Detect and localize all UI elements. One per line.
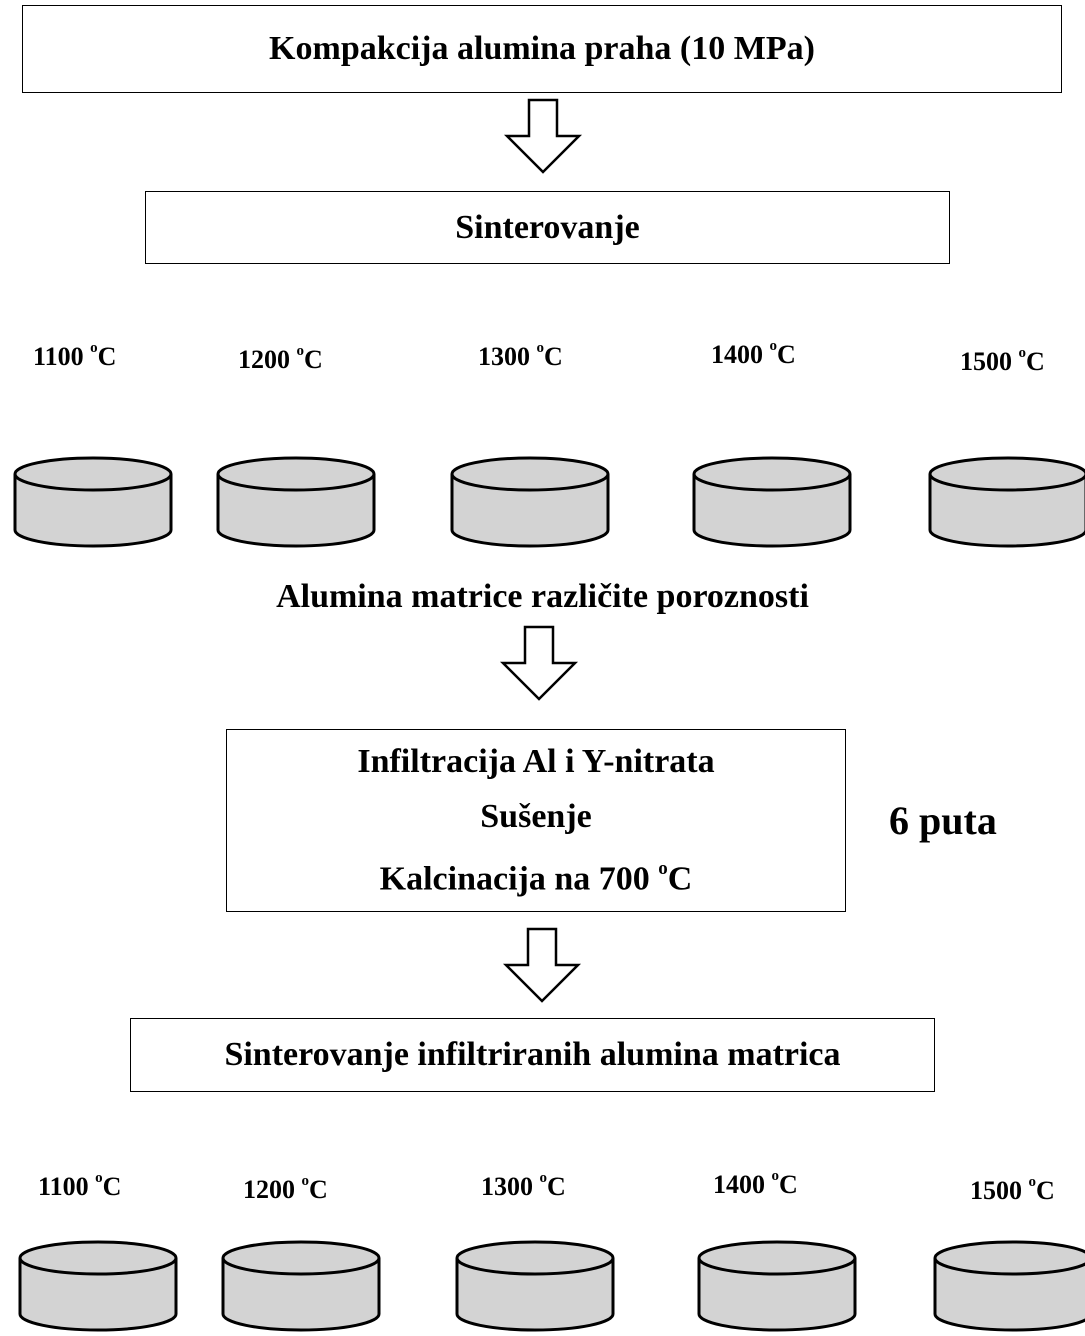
sintering-step-box: Sinterovanje: [145, 191, 950, 264]
sintering-step-label: Sinterovanje: [455, 208, 640, 246]
drying-line: Sušenje: [480, 798, 592, 836]
calcination-line: Kalcinacija na 700 oC: [379, 858, 693, 898]
alumina-pellet-icon: [928, 456, 1085, 548]
infiltrated-pellet-icon: [697, 1240, 857, 1332]
alumina-pellet-icon: [216, 456, 376, 548]
alumina-matrices-label: Alumina matrice različite poroznosti: [276, 578, 809, 615]
infiltrated-pellet-icon: [933, 1240, 1085, 1332]
temperature-label: 1100 oC: [38, 1170, 122, 1201]
alumina-pellet-icon: [13, 456, 173, 548]
infiltrated-pellet-icon: [455, 1240, 615, 1332]
infiltrated-pellet-icon: [221, 1240, 381, 1332]
infiltration-line: Infiltracija Al i Y-nitrata: [357, 743, 715, 781]
compaction-step-box: Kompakcija alumina praha (10 MPa): [22, 5, 1062, 93]
temperature-label: 1200 oC: [238, 343, 323, 374]
temperature-label: 1200 oC: [243, 1173, 328, 1204]
final-sintering-step-label: Sinterovanje infiltriranih alumina matri…: [224, 1036, 841, 1073]
infiltration-step-box: Infiltracija Al i Y-nitrata Sušenje Kalc…: [226, 729, 846, 912]
temperature-label: 1100 oC: [33, 340, 117, 371]
repeat-count-label: 6 puta: [889, 798, 997, 843]
temperature-label: 1300 oC: [478, 340, 563, 371]
temperature-label: 1300 oC: [481, 1170, 566, 1201]
down-arrow-icon: [503, 98, 583, 174]
down-arrow-icon: [502, 927, 582, 1003]
compaction-step-label: Kompakcija alumina praha (10 MPa): [269, 30, 815, 67]
alumina-pellet-icon: [450, 456, 610, 548]
alumina-pellet-icon: [692, 456, 852, 548]
temperature-label: 1500 oC: [970, 1174, 1055, 1205]
infiltrated-pellet-icon: [18, 1240, 178, 1332]
down-arrow-icon: [499, 625, 579, 701]
temperature-label: 1400 oC: [713, 1168, 798, 1199]
final-sintering-step-box: Sinterovanje infiltriranih alumina matri…: [130, 1018, 935, 1092]
temperature-label: 1400 oC: [711, 338, 796, 369]
temperature-label: 1500 oC: [960, 345, 1045, 376]
